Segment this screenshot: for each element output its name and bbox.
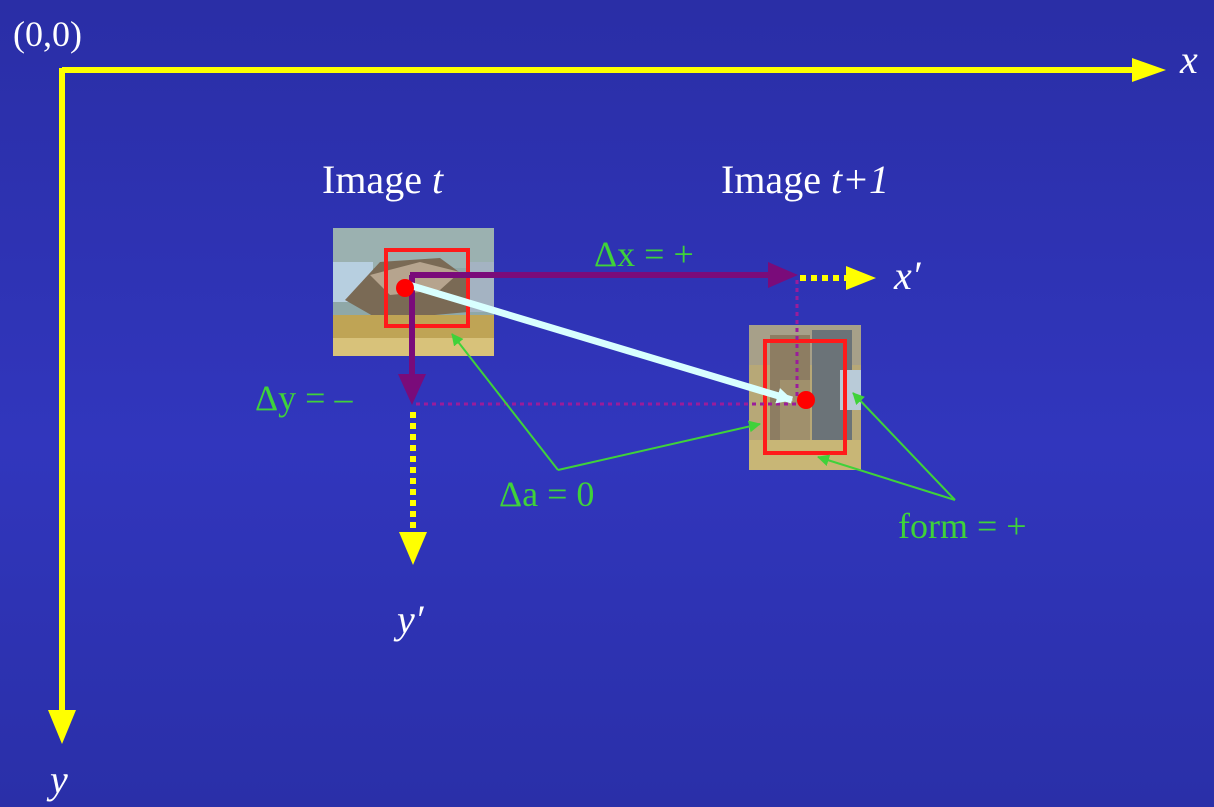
form-leader-1 xyxy=(852,392,956,501)
bounding-box-t xyxy=(384,248,470,328)
motion-vector xyxy=(407,281,794,404)
delta-a-label: Δa = 0 xyxy=(499,474,595,514)
x-prime-arrowhead-icon xyxy=(846,266,876,290)
y-prime-arrowhead-icon xyxy=(399,532,427,565)
image-t-var: t xyxy=(431,157,444,202)
delta-a-leader-2 xyxy=(557,420,761,471)
image-t1-var: t+1 xyxy=(830,157,890,202)
delta-y-arrowhead-icon xyxy=(398,374,426,405)
origin-label: (0,0) xyxy=(13,14,82,54)
x-axis-arrowhead-icon xyxy=(1132,58,1166,82)
center-point-t1 xyxy=(797,391,815,409)
center-point-t xyxy=(396,279,414,297)
y-prime-label: y′ xyxy=(397,597,424,642)
image-t1-prefix: Image xyxy=(721,157,831,202)
delta-a-leader-1 xyxy=(451,333,559,471)
form-label: form = + xyxy=(898,506,1027,546)
delta-x-label: Δx = + xyxy=(594,234,694,274)
delta-x-arrowhead-icon xyxy=(768,262,798,288)
image-t-title: Image t xyxy=(322,160,443,200)
form-leader-2 xyxy=(817,454,956,501)
bounding-box-t1 xyxy=(763,339,847,455)
delta-y-label: Δy = – xyxy=(255,378,353,418)
image-t-prefix: Image xyxy=(322,157,432,202)
y-axis-arrowhead-icon xyxy=(48,710,76,744)
x-axis-label: x xyxy=(1180,37,1198,82)
x-prime-label: x′ xyxy=(894,253,921,298)
image-t1-title: Image t+1 xyxy=(721,160,889,200)
y-axis-label: y xyxy=(50,757,68,802)
